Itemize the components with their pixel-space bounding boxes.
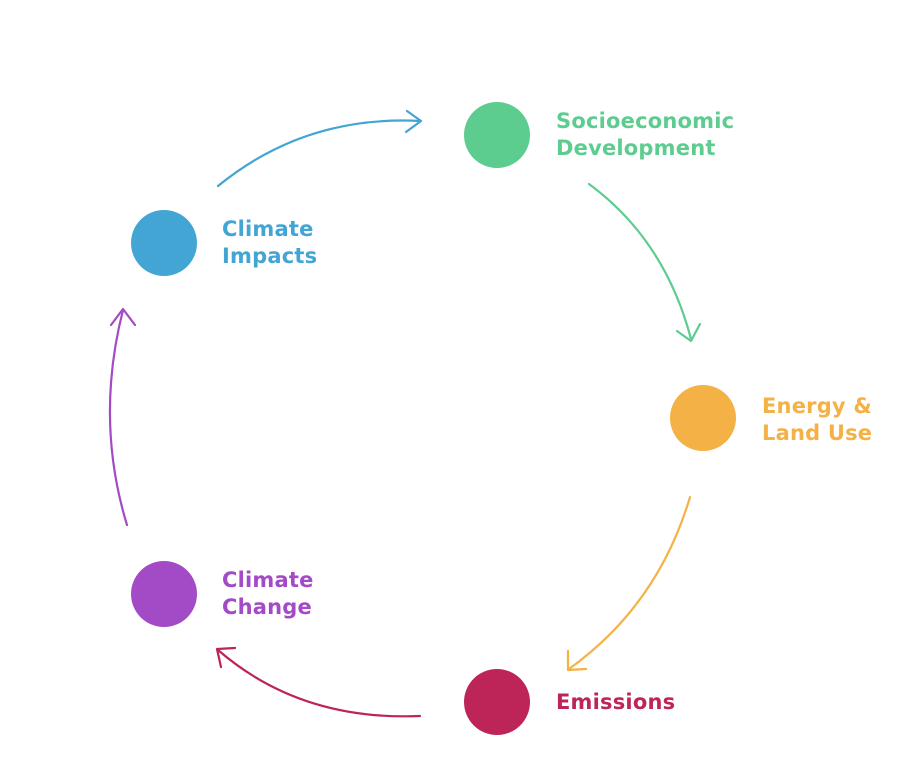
arrow-energy-to-emissions xyxy=(566,495,692,672)
label-line: Socioeconomic xyxy=(556,109,735,133)
arrow-socioeconomic-to-energy xyxy=(587,182,702,343)
label-line: Energy & xyxy=(762,394,872,418)
label-socioeconomic-development: Socioeconomic Development xyxy=(556,108,734,162)
node-energy-land-use xyxy=(670,385,736,451)
node-emissions xyxy=(464,669,530,735)
label-emissions: Emissions xyxy=(556,689,675,716)
label-line: Change xyxy=(222,595,312,619)
node-climate-change xyxy=(131,561,197,627)
arrow-impacts-to-socioeconomic xyxy=(216,109,423,188)
node-climate-impacts xyxy=(131,210,197,276)
label-line: Impacts xyxy=(222,244,318,268)
node-socioeconomic-development xyxy=(464,102,530,168)
label-line: Emissions xyxy=(556,690,676,714)
label-climate-change: Climate Change xyxy=(222,567,314,621)
label-line: Climate xyxy=(222,568,314,592)
label-line: Land Use xyxy=(762,421,873,445)
arrow-emissions-to-change xyxy=(215,646,422,718)
label-climate-impacts: Climate Impacts xyxy=(222,216,317,270)
label-line: Climate xyxy=(222,217,314,241)
label-energy-land-use: Energy & Land Use xyxy=(762,393,872,447)
label-line: Development xyxy=(556,136,716,160)
arrow-change-to-impacts xyxy=(108,307,137,527)
